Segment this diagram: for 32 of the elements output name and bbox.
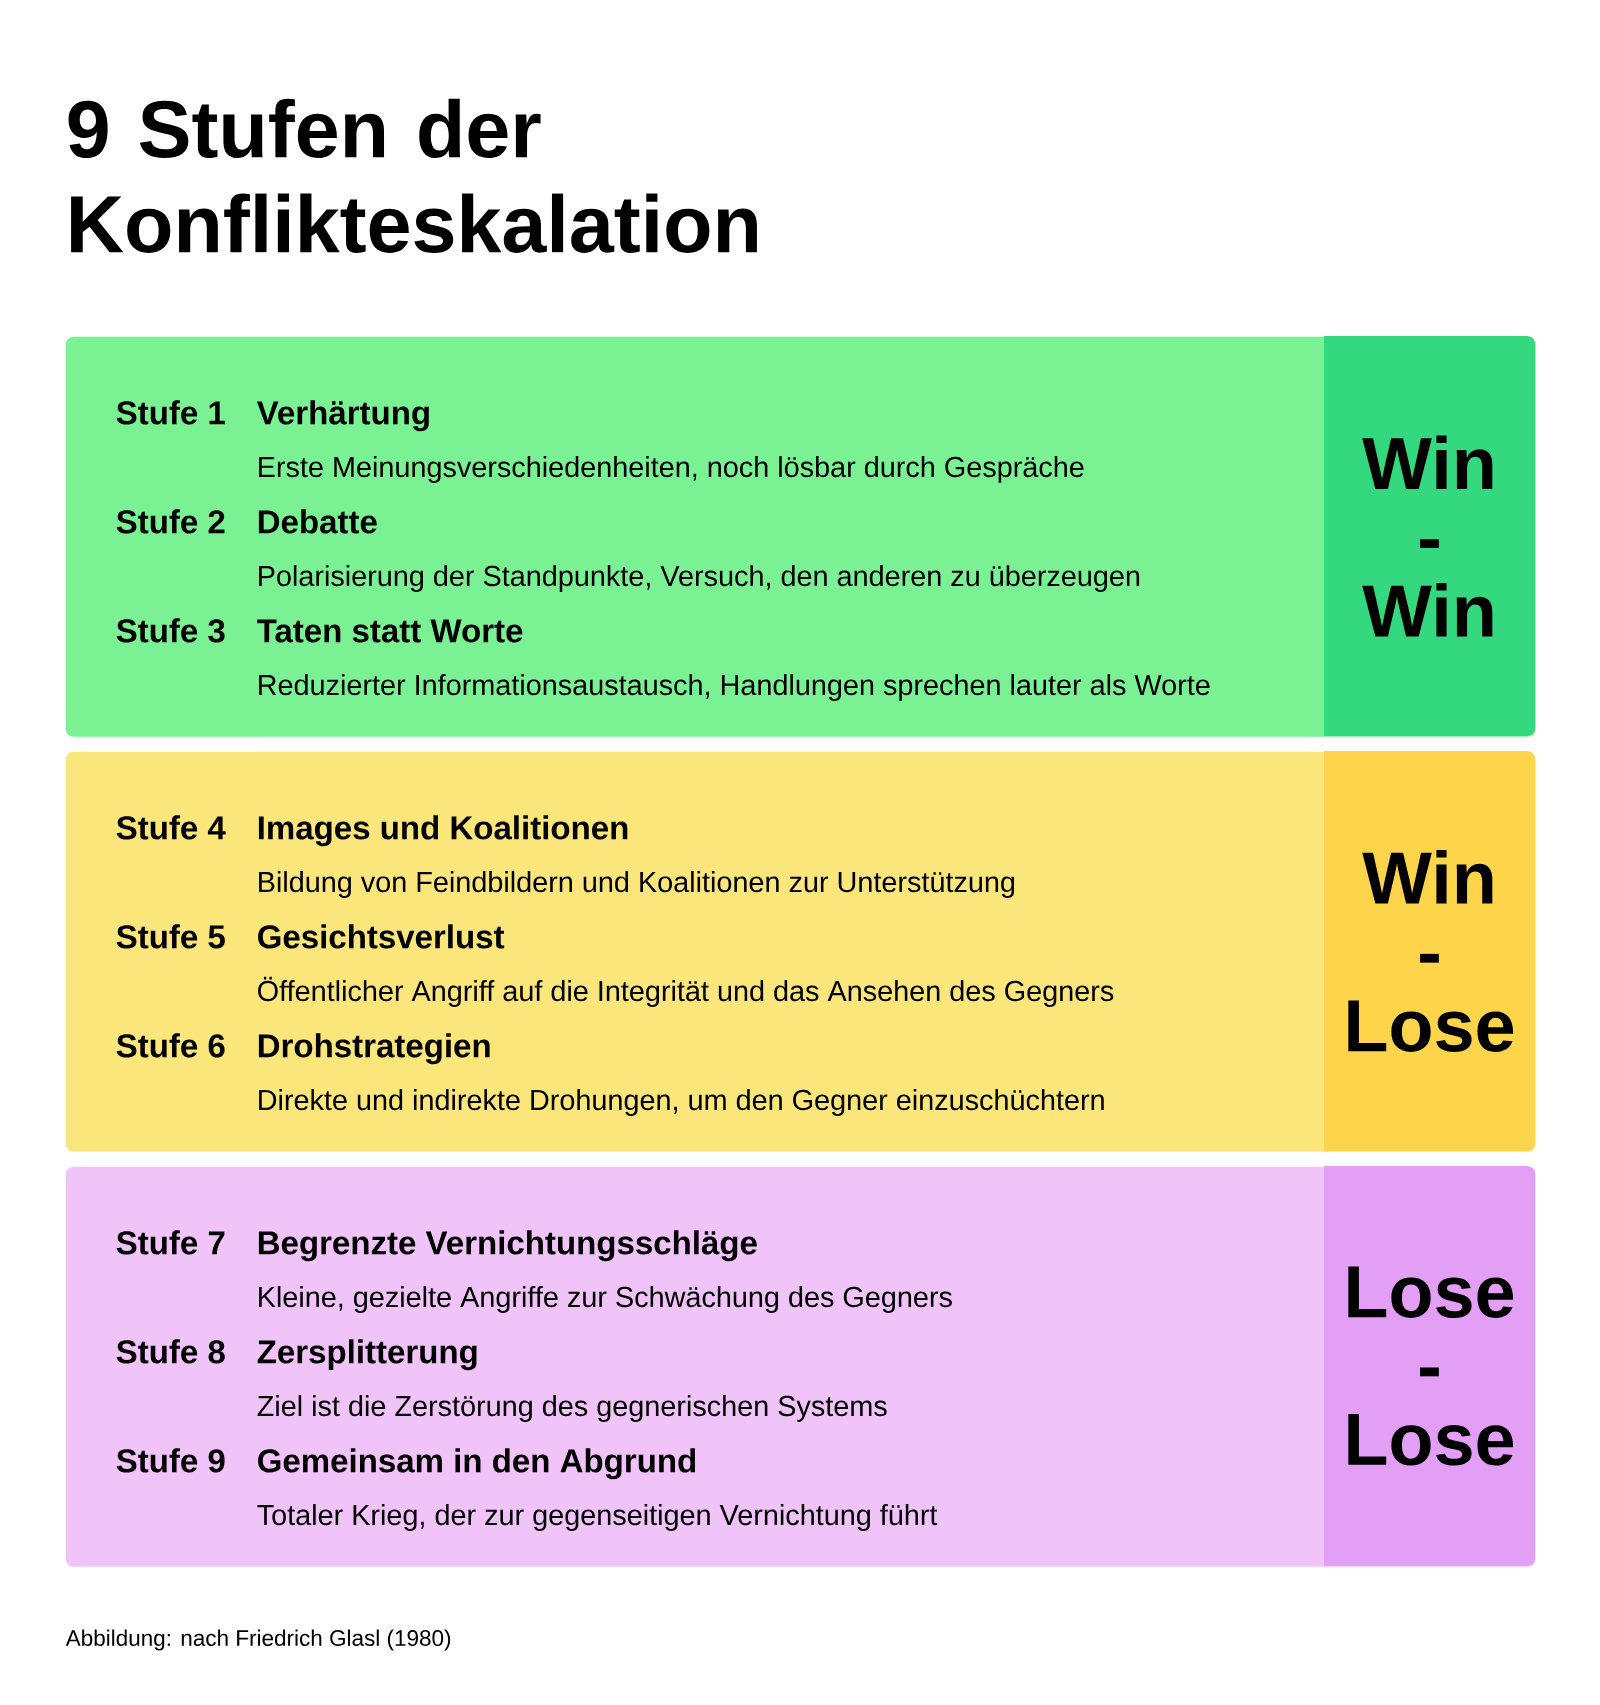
stage-number: Stufe 4 [116, 815, 226, 840]
stage-heading: Verhärtung [256, 400, 429, 432]
stage-heading: Gemeinsam in den Abgrund [258, 1448, 696, 1480]
stage-description: Ziel ist die Zerstörung des gegnerischen Systems [257, 1395, 887, 1422]
stage-description: Direkte und indirekte Drohungen, um den Gegner einzuschüchtern [259, 1089, 1104, 1116]
stage-heading: Zersplitterung [257, 1339, 477, 1371]
stage-description: Bildung von Feindbildern und Koalitionen zur Unterstützung [259, 871, 1015, 898]
outcome-box: Win - Lose [1324, 751, 1535, 1151]
stage-number: Stufe 5 [116, 924, 225, 949]
stage-number: Stufe 7 [116, 1230, 225, 1255]
outcome-box: Win - Win [1324, 336, 1535, 736]
stage-number: Stufe 9 [116, 1448, 225, 1473]
stage-number: Stufe 1 [116, 400, 225, 425]
source-note: Abbildung: nach Friedrich Glasl (1980) [65, 1629, 451, 1651]
stage-description: Totaler Krieg, der zur gegenseitigen Vernichtung führt [257, 1504, 938, 1531]
stage-heading: Begrenzte Vernichtungsschläge [258, 1230, 757, 1262]
stage-description: Erste Meinungsverschiedenheiten, noch lösbar durch Gespräche [259, 456, 1084, 483]
stage-number: Stufe 3 [116, 618, 225, 643]
outcome-box: Lose - Lose [1324, 1166, 1535, 1566]
stage-description: Polarisierung der Standpunkte, Versuch, den anderen zu überzeugen [259, 565, 1140, 592]
stage-number: Stufe 8 [116, 1339, 225, 1364]
title: 9 Stufen der Konflikteskalation [68, 98, 757, 253]
stage-heading: Gesichtsverlust [258, 924, 505, 949]
stage-description: Kleine, gezielte Angriffe zur Schwächung des Gegners [259, 1286, 952, 1313]
stage-heading: Taten statt Worte [257, 619, 523, 643]
stage-heading: Images und Koalitionen [258, 815, 628, 847]
stage-description: Reduzierter Informationsaustausch, Handlungen sprechen lauter als Worte [259, 674, 1210, 701]
stage-number: Stufe 2 [116, 509, 225, 534]
stage-heading: Drohstrategien [258, 1033, 490, 1065]
stage-number: Stufe 6 [116, 1033, 225, 1058]
stage-description: Öffentlicher Angriff auf die Integrität und das Ansehen des Gegners [258, 976, 1114, 1007]
stage-heading: Debatte [258, 509, 377, 534]
